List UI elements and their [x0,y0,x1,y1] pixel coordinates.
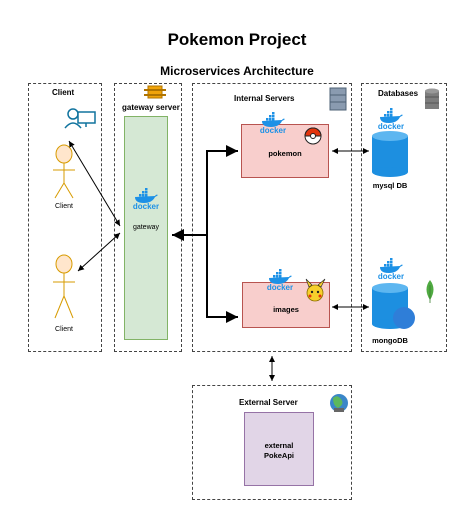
client-1-actor [53,144,75,199]
external-server-label: External Server [239,398,298,407]
mongodb-label: mongoDB [372,336,408,345]
client-section-label: Client [52,88,75,97]
internal-servers-label: Internal Servers [234,94,295,103]
globe-icon [330,394,348,412]
pokemon-docker-label: docker [259,126,287,135]
databases-label: Databases [378,89,419,98]
pikachu-icon [305,278,326,302]
user-computer-icon [64,108,96,129]
images-service-label: images [273,305,299,314]
mysql-db-icon [372,131,408,177]
gateway-bar [124,116,168,340]
internal-servers-section [192,83,352,352]
diagram-title: Pokemon Project [167,30,307,49]
client-2-label: Client [55,326,73,333]
mysql-db-label: mysql DB [372,181,408,190]
images-docker-label: docker [266,283,294,292]
external-api-label-line2: PokeApi [263,451,294,460]
mongodb-docker-label: docker [377,272,405,281]
gateway-label: gateway [132,224,160,231]
mysql-docker-label: docker [377,122,405,131]
pokemon-service-label: pokemon [268,149,302,158]
connector-lines [68,140,369,381]
database-cylinder-icon [425,88,439,109]
gateway-docker-icon [135,188,158,203]
external-pokeapi-box: external PokeApi [244,412,314,486]
gateway-server-icon [144,85,166,99]
images-docker-icon [269,269,292,284]
mysql-docker-icon [380,108,403,123]
gateway-docker-label: docker [132,202,160,211]
external-api-label-line1: external [264,441,294,450]
client-2-actor [53,254,75,319]
mongodb-docker-icon [380,258,403,273]
pokemon-docker-icon [262,112,285,127]
mongodb-db-icon [372,283,415,329]
databases-section [361,83,447,352]
pokeball-icon [304,127,322,145]
pokemon-service: pokemon [241,124,329,178]
client-1-label: Client [55,203,73,210]
diagram-subtitle: Microservices Architecture [160,64,314,78]
external-server-section [192,385,352,500]
gateway-section-label: gateway server [122,103,180,112]
mongo-leaf-icon [426,280,434,303]
server-rack-icon [329,87,347,111]
